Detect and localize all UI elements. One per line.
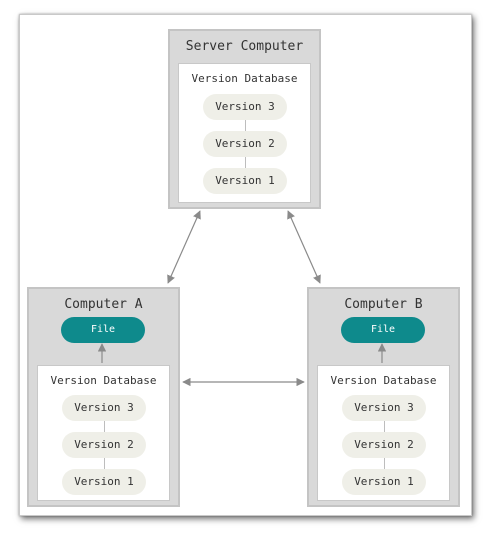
server-computer-title: Server Computer xyxy=(185,39,304,54)
computer-a-version-3: Version 3 xyxy=(62,395,146,421)
computer-b-database-title: Version Database xyxy=(330,374,437,387)
server-version-database: Version Database Version 3 Version 2 Ver… xyxy=(178,63,311,203)
computer-a-file: File xyxy=(61,317,145,343)
arrow-server-computer-b xyxy=(287,210,321,284)
server-database-title: Version Database xyxy=(191,72,298,85)
computer-b-title: Computer B xyxy=(344,297,423,312)
computer-b-version-database: Version Database Version 3 Version 2 Ver… xyxy=(317,365,450,501)
computer-b-file: File xyxy=(341,317,425,343)
computer-a-version-database: Version Database Version 3 Version 2 Ver… xyxy=(37,365,170,501)
computer-b-version-2: Version 2 xyxy=(342,432,426,458)
server-computer: Server Computer Version Database Version… xyxy=(168,29,321,209)
computer-b-version-3: Version 3 xyxy=(342,395,426,421)
computer-a-version-1: Version 1 xyxy=(62,469,146,495)
computer-b: Computer B File Version Database Version… xyxy=(307,287,460,507)
diagram-frame: Server Computer Version Database Version… xyxy=(19,14,472,516)
computer-b-version-1: Version 1 xyxy=(342,469,426,495)
server-version-3: Version 3 xyxy=(203,94,287,120)
computer-a-database-title: Version Database xyxy=(50,374,157,387)
connection-arrows xyxy=(97,210,387,387)
server-version-2: Version 2 xyxy=(203,131,287,157)
arrow-server-computer-a xyxy=(167,210,201,284)
computer-a: Computer A File Version Database Version… xyxy=(27,287,180,507)
server-version-1: Version 1 xyxy=(203,168,287,194)
computer-a-title: Computer A xyxy=(64,297,143,312)
computer-a-version-2: Version 2 xyxy=(62,432,146,458)
